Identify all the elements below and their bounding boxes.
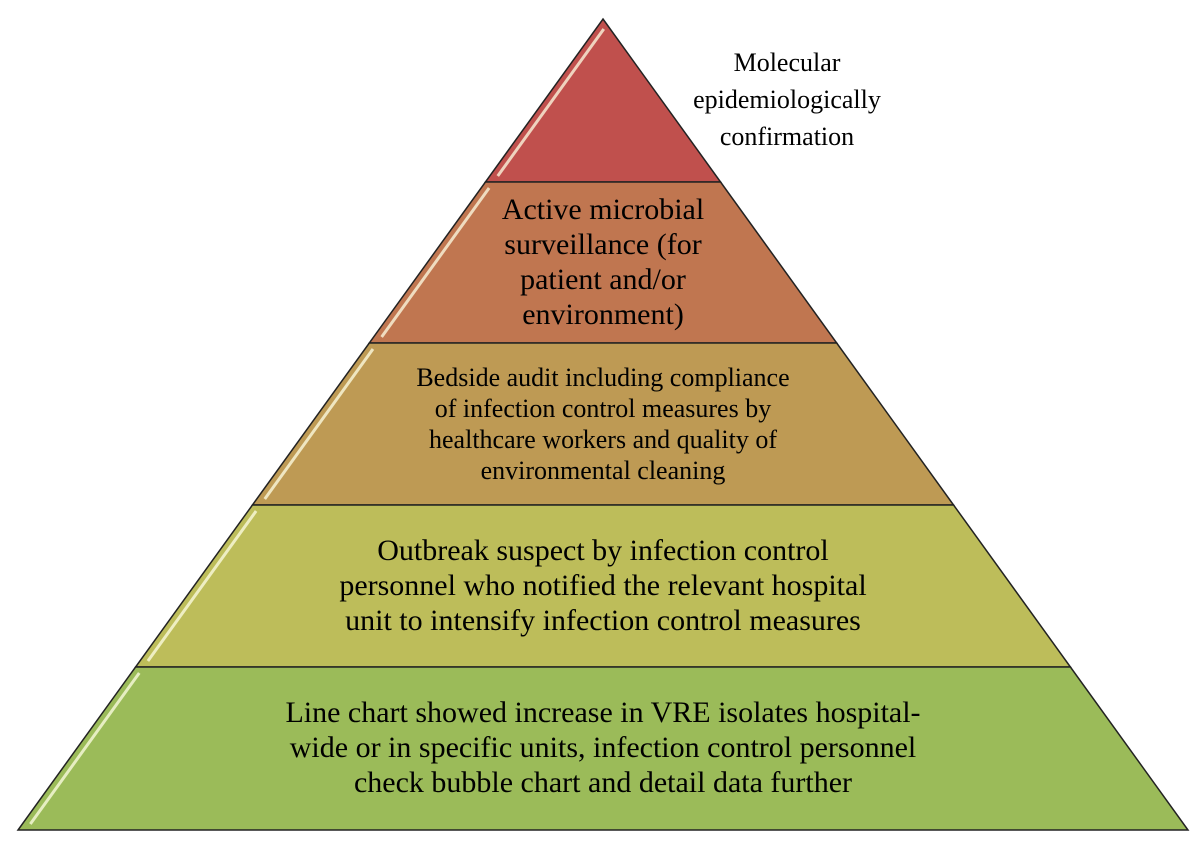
label-line: environment)	[522, 298, 684, 331]
label-line: Outbreak suspect by infection control	[377, 534, 829, 567]
layer-label-active-surveillance: Active microbial surveillance (for patie…	[403, 192, 803, 332]
label-line: patient and/or	[520, 263, 686, 296]
label-line: healthcare workers and quality of	[429, 425, 777, 454]
label-line: environmental cleaning	[480, 456, 726, 485]
layer-highlight	[380, 187, 491, 338]
layer-highlight	[496, 28, 606, 177]
label-line: check bubble chart and detail data furth…	[353, 766, 853, 799]
label-line: surveillance (for	[504, 228, 702, 261]
label-line: wide or in specific units, infection con…	[289, 731, 917, 764]
layer-highlight	[29, 672, 141, 825]
layer-highlight	[263, 348, 375, 500]
pyramid-layer-molecular	[483, 17, 723, 183]
label-line: of infection control measures by	[434, 394, 772, 423]
layer-label-line-chart: Line chart showed increase in VRE isolat…	[103, 695, 1103, 800]
label-line: epidemiologically	[693, 85, 881, 114]
layer-label-molecular: Molecular epidemiologically confirmation	[687, 44, 887, 155]
label-line: Molecular	[733, 48, 841, 77]
layer-label-outbreak-suspect: Outbreak suspect by infection control pe…	[203, 533, 1003, 638]
label-line: Bedside audit including compliance	[416, 363, 790, 392]
label-line: Line chart showed increase in VRE isolat…	[285, 696, 921, 729]
label-line: Active microbial	[501, 193, 705, 226]
label-line: confirmation	[719, 122, 855, 151]
layer-label-bedside-audit: Bedside audit including compliance of in…	[303, 362, 903, 486]
label-line: unit to intensify infection control meas…	[345, 604, 861, 637]
layer-highlight	[146, 510, 258, 662]
pyramid-layer-line-chart	[16, 666, 1190, 831]
label-line: personnel who notified the relevant hosp…	[339, 569, 867, 602]
